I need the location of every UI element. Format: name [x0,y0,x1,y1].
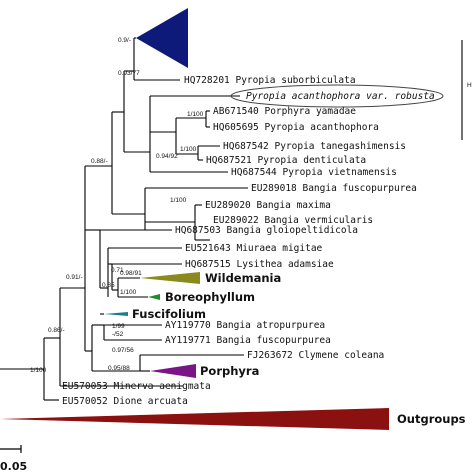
support-value: 0.91/- [66,274,83,281]
side-marker-text: H [467,82,472,89]
tree-edges [0,37,463,401]
clade-label-fuscifolium: Fuscifolium [132,307,206,321]
outgroups-triangle [0,408,389,430]
support-value: 1/100 [30,367,47,374]
taxon-label: EU570052 Dione arcuata [62,396,188,407]
wildemania-triangle [140,272,200,284]
support-value: 1/100 [187,111,204,118]
taxon-label: HQ605695 Pyropia acanthophora [213,122,379,133]
taxon-labels: HQ728201 Pyropia suborbiculata Pyropia a… [62,75,435,407]
fuscifolium-triangle [104,312,128,316]
taxon-label: EU289022 Bangia vermicularis [213,215,373,226]
support-values: 0.9/- 0.93/77 1/100 1/100 0.94/92 0.88/-… [30,37,204,374]
taxon-label: AB671540 Porphyra yamadae [213,106,356,117]
support-value: 0.98/91 [120,270,142,277]
clade-label-boreophyllum: Boreophyllum [165,290,255,304]
taxon-label: FJ263672 Clymene coleana [247,350,384,361]
clade-labels: Wildemania Boreophyllum Fuscifolium Porp… [132,271,466,426]
support-value: 0.86/- [48,327,65,334]
taxon-label-highlighted: Pyropia acanthophora var. robusta [246,91,435,102]
support-value: -/52 [112,331,124,338]
support-value: 1/100 [120,289,137,296]
highlight-ellipse [230,84,444,108]
support-value: 1/100 [180,146,197,153]
taxon-label: HQ687503 Bangia gloiopeltidicola [175,225,358,236]
boreophyllum-triangle [148,294,160,300]
scale-bar: 0.05 [0,445,27,473]
support-value: 0.95/88 [108,365,130,372]
taxon-label: HQ728201 Pyropia suborbiculata [184,75,356,86]
collapsed-clade-triangle-navy [136,8,188,68]
support-value: 1/99 [112,323,125,330]
clade-label-outgroups: Outgroups [397,412,466,426]
support-value: 0.71 [111,267,124,274]
taxon-label: HQ687542 Pyropia tanegashimensis [223,141,406,152]
support-value: 0.85 [102,282,115,289]
taxon-label: HQ687544 Pyropia vietnamensis [231,167,397,178]
taxon-label: HQ687515 Lysithea adamsiae [185,259,334,270]
support-value: 0.88/- [91,158,108,165]
taxon-label: EU521643 Miuraea migitae [185,243,323,254]
taxon-label: EU570053 Minerva aenigmata [62,381,211,392]
taxon-label: HQ687521 Pyropia denticulata [206,155,366,166]
support-value: 0.97/56 [112,347,134,354]
porphyra-triangle [150,364,196,378]
taxon-label: AY119771 Bangia fuscopurpurea [165,335,331,346]
taxon-label: EU289018 Bangia fuscopurpurea [251,183,417,194]
clade-label-porphyra: Porphyra [200,364,259,378]
support-value: 0.93/77 [118,70,140,77]
support-value: 0.94/92 [156,153,178,160]
clade-label-wildemania: Wildemania [205,271,281,285]
taxon-label: EU289020 Bangia maxima [205,200,331,211]
scale-bar-label: 0.05 [0,460,27,473]
support-value: 1/100 [170,197,187,204]
support-value: 0.9/- [118,37,131,44]
taxon-label: AY119770 Bangia atropurpurea [165,320,325,331]
